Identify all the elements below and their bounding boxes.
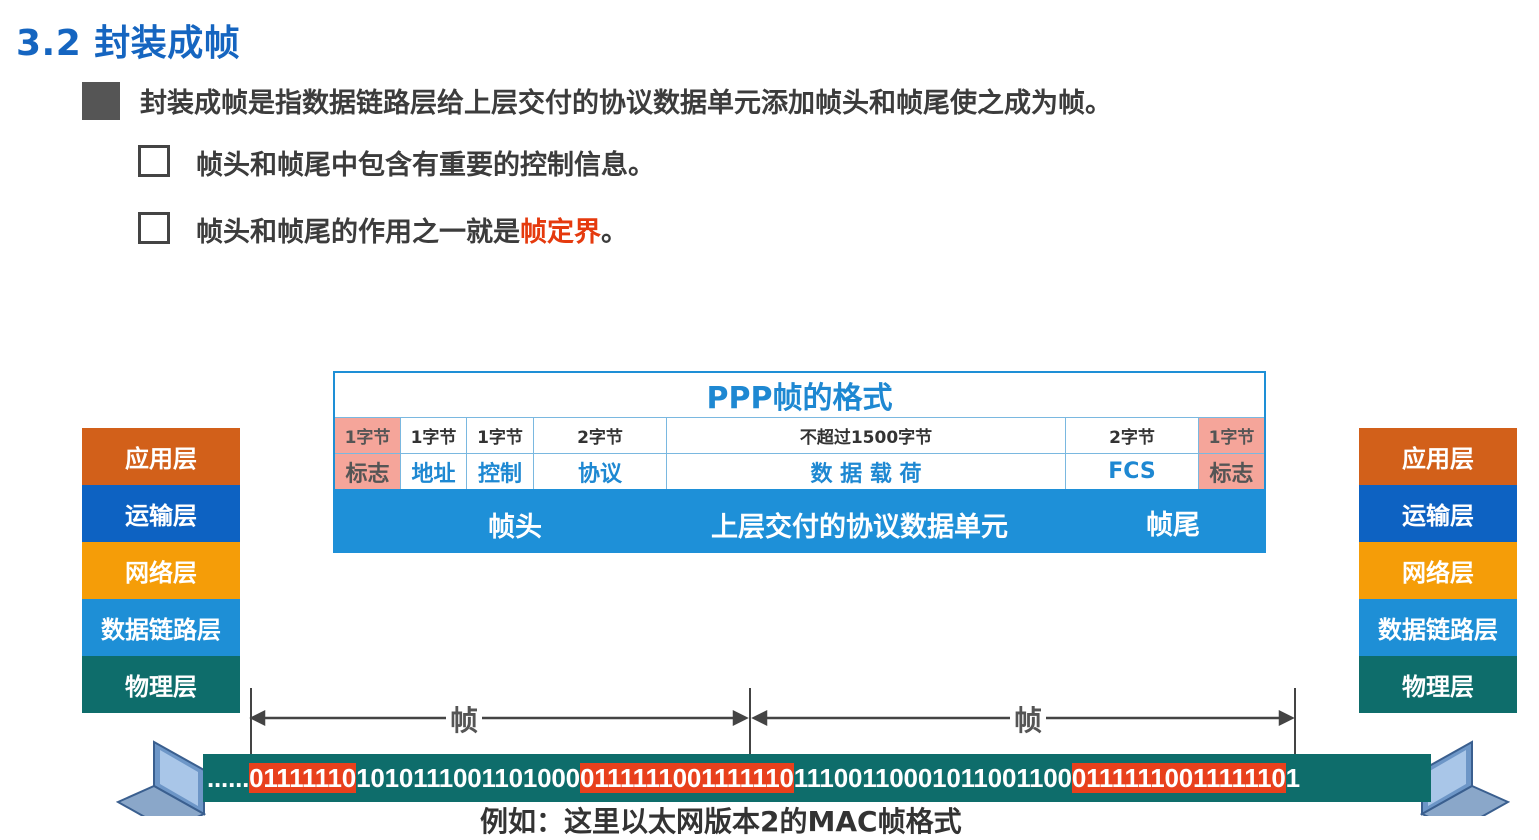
field-address: 地址 [401, 453, 467, 489]
sub-item-2-highlight: 帧定界 [520, 217, 601, 248]
layer-datalink: 数据链路层 [1359, 599, 1517, 656]
field-size-payload: 不超过1500字节 [667, 417, 1066, 453]
layer-stack-right: 应用层 运输层 网络层 数据链路层 物理层 [1359, 428, 1517, 713]
checkbox-icon [138, 212, 170, 244]
field-size-control: 1字节 [467, 417, 534, 453]
bit-segment-flag: 01111110 [1178, 763, 1286, 793]
bit-segment: 1010111001101000 [356, 763, 580, 793]
bit-segment-flag: 01111110 [579, 763, 687, 793]
layer-application: 应用层 [82, 428, 240, 485]
arrow-head-icon [1278, 709, 1295, 727]
frame-boundary-line [749, 688, 751, 754]
layer-transport: 运输层 [1359, 485, 1517, 542]
layer-application: 应用层 [1359, 428, 1517, 485]
frame-boundary-line [1294, 688, 1296, 754]
field-size-address: 1字节 [401, 417, 467, 453]
field-size-fcs: 2字节 [1066, 417, 1199, 453]
field-flag-start: 标志 [335, 453, 401, 489]
layer-physical: 物理层 [1359, 656, 1517, 713]
field-flag-end: 标志 [1199, 453, 1264, 489]
field-size-protocol: 2字节 [534, 417, 667, 453]
field-control: 控制 [467, 453, 534, 489]
bit-segment-flag: 01111110 [249, 763, 357, 793]
checkbox-icon [138, 145, 170, 177]
arrow-head-icon [249, 709, 266, 727]
sub-item-1: 帧头和帧尾中包含有重要的控制信息。 [196, 150, 655, 181]
sub-item-2: 帧头和帧尾的作用之一就是帧定界。 [196, 210, 628, 249]
arrow-head-icon [732, 709, 749, 727]
band-header-label: 帧头 [488, 512, 542, 543]
layer-network: 网络层 [1359, 542, 1517, 599]
bit-segment: 11100110001011001100 [793, 763, 1072, 793]
frame-label-1: 帧 [446, 699, 483, 739]
page-title: 3.2 封装成帧 [16, 23, 241, 64]
bitstream-lead: ...... [207, 763, 250, 793]
field-fcs: FCS [1066, 453, 1199, 489]
bullet-square-icon [82, 82, 120, 120]
frame-band [333, 489, 1266, 553]
layer-network: 网络层 [82, 542, 240, 599]
band-trailer-label: 帧尾 [1146, 510, 1200, 541]
main-bullet-text: 封装成帧是指数据链路层给上层交付的协议数据单元添加帧头和帧尾使之成为帧。 [140, 88, 1112, 119]
bit-segment: 1 [1285, 763, 1300, 793]
sub-item-2-suffix: 。 [601, 217, 628, 248]
layer-stack-left: 应用层 运输层 网络层 数据链路层 物理层 [82, 428, 240, 713]
layer-physical: 物理层 [82, 656, 240, 713]
arrow-head-icon [751, 709, 768, 727]
layer-transport: 运输层 [82, 485, 240, 542]
bit-segment-flag: 01111110 [686, 763, 794, 793]
frame-label-2: 帧 [1010, 699, 1047, 739]
bitstream: ......0111111010101110011010000111111001… [207, 757, 1300, 799]
field-size-flag-end: 1字节 [1199, 417, 1264, 453]
field-payload: 数 据 载 荷 [667, 453, 1066, 489]
band-payload-label: 上层交付的协议数据单元 [711, 512, 1008, 543]
frame-arrows [249, 709, 1295, 727]
laptop-icon-right [1420, 740, 1510, 816]
laptop-icon-left [116, 740, 206, 816]
sub-item-2-prefix: 帧头和帧尾的作用之一就是 [196, 217, 520, 248]
frame-boundary-line [250, 688, 252, 754]
bit-segment-flag: 01111110 [1071, 763, 1179, 793]
bottom-caption: 例如：这里以太网版本2的MAC帧格式 [480, 805, 962, 838]
field-protocol: 协议 [534, 453, 667, 489]
field-size-flag-start: 1字节 [335, 417, 401, 453]
ppp-frame-title: PPP帧的格式 [706, 381, 893, 416]
layer-datalink: 数据链路层 [82, 599, 240, 656]
